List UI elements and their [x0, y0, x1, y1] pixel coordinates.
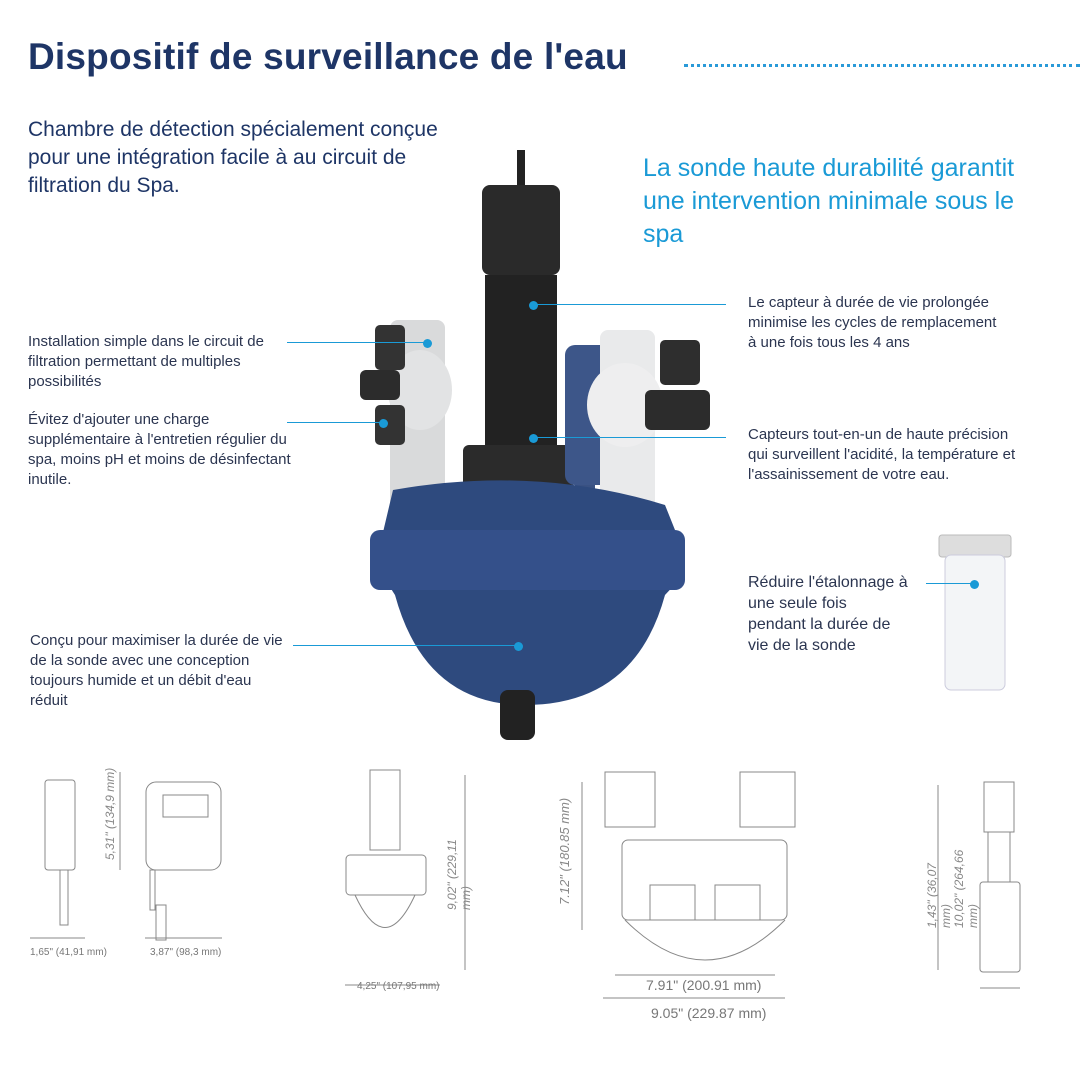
- callout-dot: [379, 419, 388, 428]
- callout-line: [287, 422, 383, 423]
- callout-line: [287, 342, 427, 343]
- callout-dot: [529, 434, 538, 443]
- dim-ctrl-height: 5,31" (134,9 mm): [103, 767, 117, 860]
- callout-line: [926, 583, 974, 584]
- callout-charge: Évitez d'ajouter une charge supplémentai…: [28, 411, 291, 488]
- callout-toutenun: Capteurs tout-en-un de haute précision q…: [748, 426, 1016, 483]
- callout-installation: Installation simple dans le circuit de f…: [28, 333, 264, 390]
- dim-probe-cap: 1,43" (36,07 mm): [925, 863, 953, 928]
- probe-headline: La sonde haute durabilité garantit une i…: [643, 154, 1015, 248]
- calibration-cup-illustration: [938, 534, 1012, 691]
- callout-dot: [514, 642, 523, 651]
- callout-humide: Conçu pour maximiser la durée de vie de …: [30, 632, 283, 709]
- dim-side-width: 4,25" (107,95 mm): [357, 981, 440, 992]
- callout-dot: [529, 301, 538, 310]
- intro-text: Chambre de détection spécialement conçue…: [28, 118, 438, 197]
- dim-probe-length: 10,02" (264,66 mm): [952, 849, 980, 928]
- callout-etalonnage: Réduire l'étalonnage à une seule fois pe…: [748, 574, 908, 654]
- product-illustration: [360, 150, 710, 740]
- dim-ctrl-depth: 1,65" (41,91 mm): [30, 947, 107, 958]
- callout-dot: [423, 339, 432, 348]
- dim-front-inner: 7.91" (200.91 mm): [646, 977, 762, 993]
- callout-capteur: Le capteur à durée de vie prolongée mini…: [748, 294, 997, 351]
- callout-line: [293, 645, 518, 646]
- dim-ctrl-width: 3,87" (98,3 mm): [150, 947, 222, 958]
- page-title: Dispositif de surveillance de l'eau: [28, 36, 628, 77]
- callout-line: [533, 304, 726, 305]
- dim-side-height: 9,02" (229,11 mm): [445, 839, 473, 910]
- title-divider: [684, 64, 1080, 67]
- dim-front-outer: 9.05" (229.87 mm): [651, 1005, 767, 1021]
- dim-front-height: 7.12" (180.85 mm): [557, 797, 572, 905]
- callout-dot: [970, 580, 979, 589]
- callout-line: [533, 437, 726, 438]
- technical-drawings: [30, 769, 1021, 999]
